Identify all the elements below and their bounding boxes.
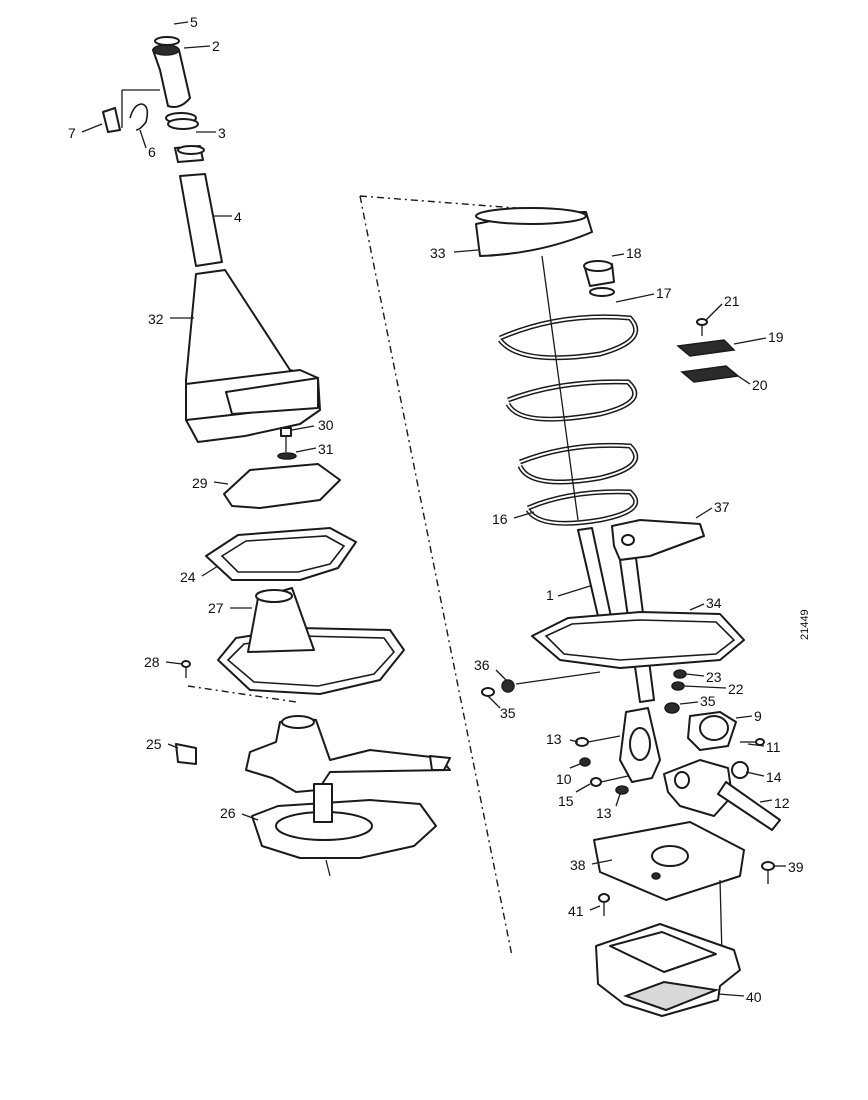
spring-seat-part	[531, 611, 745, 669]
callout-30: 30	[318, 417, 334, 433]
lever-gaiter-part	[185, 269, 321, 443]
assembly-boundary-line	[359, 195, 543, 957]
bolt-39-part	[761, 861, 775, 884]
callout-20: 20	[752, 377, 768, 393]
nut-31-part	[277, 452, 297, 460]
top-mount-part	[475, 207, 593, 257]
bolt-30-part	[280, 427, 292, 452]
callout-1: 1	[546, 587, 554, 603]
callout-2: 2	[212, 38, 220, 54]
callout-29: 29	[192, 475, 208, 491]
callout-25: 25	[146, 736, 162, 752]
callout-16: 16	[492, 511, 508, 527]
callout-11: 11	[766, 739, 781, 755]
screw-28-part	[181, 660, 191, 678]
lever-ring-part	[165, 112, 199, 130]
callout-27: 27	[208, 600, 224, 616]
callout-34: 34	[706, 595, 722, 611]
callout-19: 19	[768, 329, 784, 345]
callout-13-top: 13	[546, 731, 562, 747]
knob-cap-part	[154, 36, 180, 46]
callout-23: 23	[706, 669, 722, 685]
gear-knob-part	[152, 44, 191, 108]
bracket-37-part	[611, 519, 705, 561]
callout-24: 24	[180, 569, 196, 585]
steering-knuckle-part	[619, 702, 737, 783]
callout-9: 9	[754, 708, 762, 724]
callout-36: 36	[474, 657, 490, 673]
gear-lever-housing-part	[175, 715, 451, 793]
control-arm-part	[663, 759, 781, 831]
lever-sleeve-part	[174, 145, 223, 267]
callout-38: 38	[570, 857, 586, 873]
button-clip-part	[102, 89, 160, 133]
callout-3: 3	[218, 125, 226, 141]
callout-32: 32	[148, 311, 164, 327]
plate-20-part	[680, 365, 740, 383]
callout-37: 37	[714, 499, 730, 515]
callout-10: 10	[556, 771, 572, 787]
callout-labels: 5 2 3 7 6 4 32 30 31 29 24 27 28 25 26 3…	[68, 14, 804, 1005]
washer-23-part	[671, 669, 687, 691]
callout-26: 26	[220, 805, 236, 821]
gasket-part	[205, 527, 357, 581]
bracket-40-part	[595, 923, 741, 1017]
reference-number: 21449	[799, 609, 811, 640]
nut-36-part	[481, 679, 515, 697]
callout-18: 18	[626, 245, 642, 261]
coil-spring-part	[498, 314, 639, 526]
base-seal-part	[251, 783, 437, 859]
callout-22: 22	[728, 681, 744, 697]
boot-part	[217, 587, 405, 695]
bolt-41-part	[598, 893, 610, 916]
callout-6: 6	[148, 144, 156, 160]
callout-31: 31	[318, 441, 334, 457]
cover-plate-part	[223, 463, 341, 509]
callout-33: 33	[430, 245, 446, 261]
callout-7: 7	[68, 125, 76, 141]
callout-35-left: 35	[500, 705, 516, 721]
callout-35-right: 35	[700, 693, 716, 709]
bump-stop-part	[583, 260, 615, 297]
callout-17: 17	[656, 285, 672, 301]
callout-13-bottom: 13	[596, 805, 612, 821]
plate-19-part	[676, 339, 736, 357]
callout-12: 12	[774, 795, 790, 811]
callout-5: 5	[190, 14, 198, 30]
callout-39: 39	[788, 859, 804, 875]
callout-28: 28	[144, 654, 160, 670]
callout-40: 40	[746, 989, 762, 1005]
callout-14: 14	[766, 769, 782, 785]
callout-21: 21	[724, 293, 740, 309]
callout-4: 4	[234, 209, 242, 225]
callout-41: 41	[568, 903, 584, 919]
bolt-21-part	[696, 318, 708, 336]
callout-15: 15	[558, 793, 574, 809]
mount-plate-38-part	[593, 821, 745, 901]
